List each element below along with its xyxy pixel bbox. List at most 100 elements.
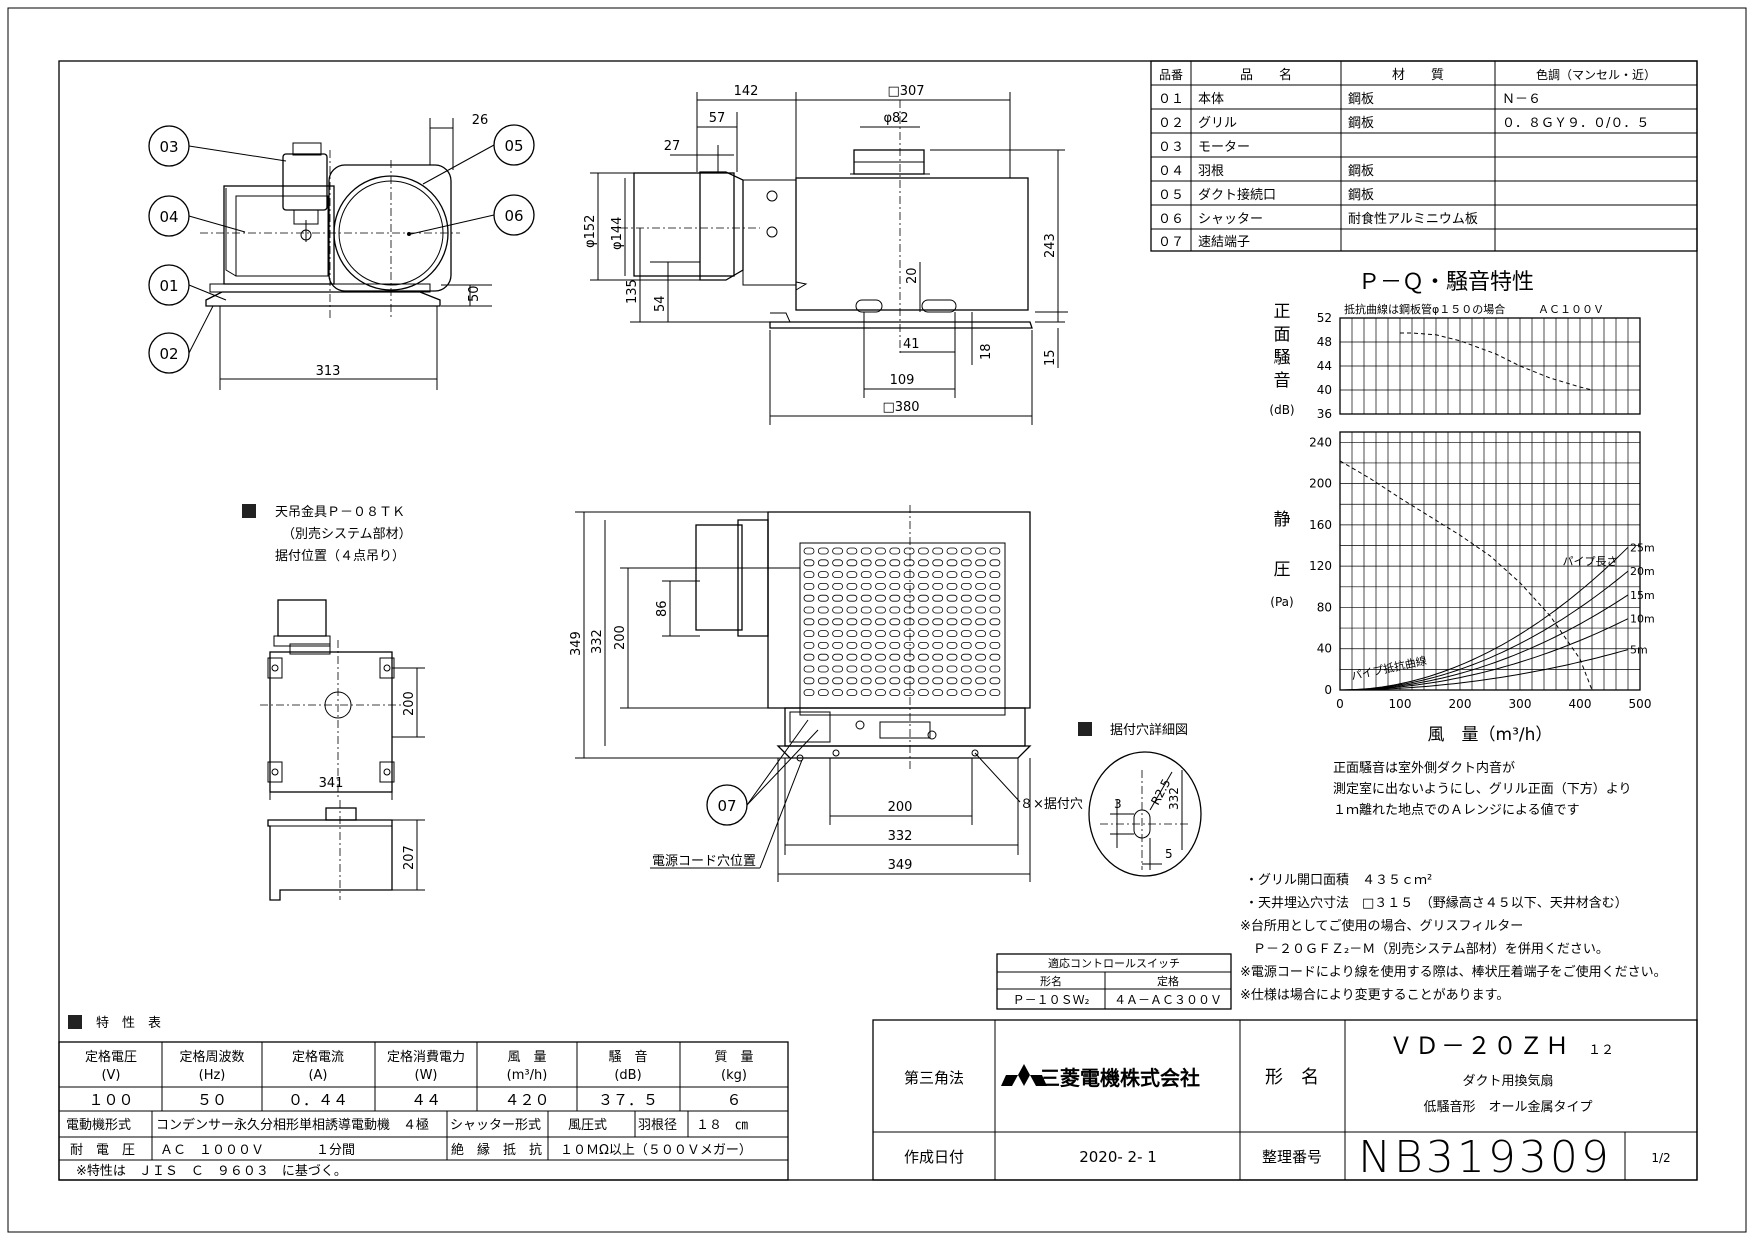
grille-slot (932, 583, 944, 590)
projection-label: 第三角法 (904, 1069, 964, 1087)
parts-cell: 鋼板 (1348, 116, 1374, 131)
parts-cell: 耐食性アルミニウム板 (1348, 211, 1478, 227)
grille-slot (903, 642, 915, 649)
grille-slot (989, 630, 1001, 637)
grille-slot (918, 665, 929, 673)
hole-detail-title: 据付穴詳細図 (1110, 722, 1188, 738)
callout-07-label: 07 (717, 797, 736, 815)
pressure-ylabel-char: 静 (1274, 510, 1291, 530)
switch-model: Ｐ－１０ＳＷ₂ (1013, 993, 1090, 1007)
parts-cell: モーター (1198, 140, 1250, 155)
grille-slot (817, 677, 829, 685)
spec-header: 定格電流 (292, 1049, 344, 1065)
parts-header-name: 品 名 (1240, 67, 1292, 83)
grille-slot (918, 583, 929, 590)
pressure-tick-label: 200 (1309, 477, 1332, 491)
grille-slot (846, 689, 858, 696)
hanger-title-1: 天吊金具Ｐ－０８ＴＫ (275, 504, 405, 520)
spec-header-unit: (kg) (721, 1068, 747, 1083)
pipe-curve-label: 25m (1630, 541, 1655, 554)
spec-noise: ３７．５ (598, 1091, 658, 1109)
dim-15: 15 (1043, 349, 1058, 366)
grille-slot (946, 677, 958, 685)
dim-57: 57 (709, 111, 726, 126)
parts-table: 品番 品 名 材 質 色調（マンセル・近） ０１ 本体 鋼板 Ｎ－６ ０２ グリ… (1150, 60, 1698, 252)
spec-header: 風 量 (507, 1050, 546, 1065)
grille-slot (846, 630, 858, 637)
grille-slot (875, 606, 886, 614)
hanger-title-2: （別売システム部材） (282, 526, 412, 542)
grille-slot (860, 665, 872, 673)
dim-hole-3: 3 (1114, 797, 1122, 811)
grille-slot (803, 653, 815, 661)
grille-slot (817, 594, 829, 602)
grille-slot (960, 689, 972, 696)
grille-slot (832, 559, 843, 567)
grille-slot (846, 606, 858, 614)
callout-04-label: 04 (159, 208, 178, 226)
grille-slot (846, 583, 858, 590)
spec-header: 騒 音 (608, 1049, 647, 1065)
document-number: NB319309 (1358, 1132, 1612, 1183)
grille-slot (918, 642, 929, 649)
pipe-curve-5m (1340, 649, 1629, 691)
grille-slot (875, 665, 886, 673)
hanger-title-3: 据付位置（４点吊り） (275, 549, 405, 564)
grille-slot (803, 547, 815, 555)
grille-slot (817, 583, 829, 590)
dim-phi144: φ144 (610, 217, 625, 250)
sheet-outer-border (7, 7, 1747, 1233)
grille-slot (889, 547, 901, 555)
grille-slot (975, 665, 986, 673)
grille-slot (918, 547, 929, 555)
pressure-tick-label: 160 (1309, 518, 1332, 532)
grille-slot (975, 594, 986, 602)
spec-header-unit: (A) (308, 1068, 327, 1083)
parts-cell: ０．８ＧＹ９．０/０．５ (1502, 116, 1649, 131)
grille-slot (960, 571, 972, 578)
callout-02: 02 (148, 305, 214, 374)
dim-41: 41 (903, 337, 920, 352)
dim-20: 20 (905, 267, 920, 284)
section-marker-icon (242, 504, 256, 518)
grille-slot (860, 630, 872, 637)
x-tick-label: 200 (1449, 697, 1472, 711)
parts-header-no: 品番 (1159, 68, 1183, 82)
grille-slot (875, 689, 886, 696)
grille-slot (946, 547, 958, 555)
noise-ylabel-char: 面 (1274, 325, 1291, 345)
grille-slot (875, 642, 886, 649)
grille-slot (860, 594, 872, 602)
callout-01-label: 01 (159, 277, 178, 295)
spec-insulation-label: 絶 縁 抵 抗 (451, 1142, 542, 1158)
grille-slot (860, 677, 872, 685)
grille-slot (989, 583, 1001, 590)
pipe-curve-label: 20m (1630, 565, 1655, 578)
parts-cell: ０６ (1158, 212, 1184, 227)
grille-slot (960, 677, 972, 685)
parts-header-material: 材 質 (1392, 68, 1444, 83)
grille-slot (989, 571, 1001, 578)
parts-cell: 鋼板 (1348, 188, 1374, 203)
grille-slot (846, 559, 858, 567)
hole-detail: 据付穴詳細図 3 R2.5 332 5 (1078, 722, 1202, 877)
grille-slot (960, 630, 972, 637)
grille-slot (817, 547, 829, 555)
parts-header-color: 色調（マンセル・近） (1536, 68, 1656, 82)
dim-hanger-207: 207 (402, 845, 417, 870)
dim-hanger-200: 200 (402, 691, 417, 716)
x-tick-label: 300 (1509, 697, 1532, 711)
grille-slot (875, 594, 886, 602)
dim-26: 26 (472, 113, 489, 128)
grille-slot (918, 618, 929, 626)
switch-header-model: 形名 (1040, 974, 1062, 988)
grille-slot (975, 559, 986, 567)
callout-03: 03 (148, 125, 287, 167)
noise-tick-label: 36 (1317, 407, 1332, 421)
grille-slot (918, 630, 929, 637)
pressure-tick-label: 80 (1317, 600, 1332, 614)
grille-slot (875, 618, 886, 626)
chart-note-2: 測定室に出ないようにし、グリル正面（下方）より (1333, 781, 1631, 797)
grille-slot (832, 571, 843, 578)
dim-200-v: 200 (613, 625, 628, 650)
